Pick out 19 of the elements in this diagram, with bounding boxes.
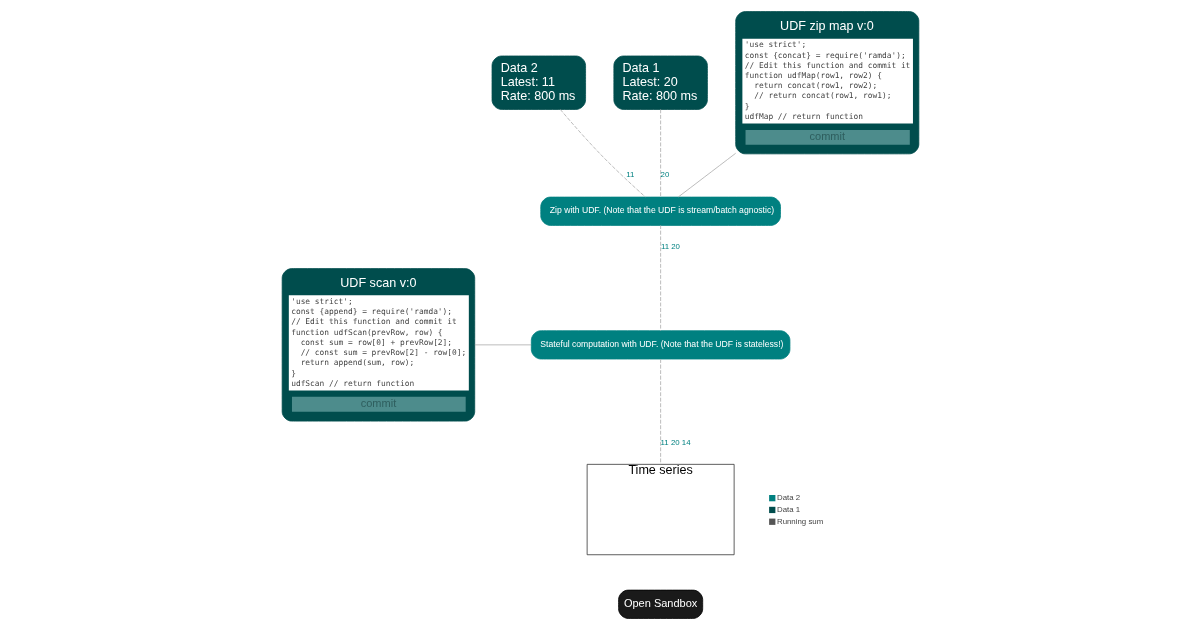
connector (659, 109, 661, 198)
legend-label: Data 2 (776, 493, 800, 503)
label: Open Sandbox (623, 597, 697, 610)
edge-label: 11 (625, 170, 634, 180)
edge-label: 20 (660, 170, 669, 180)
connector (474, 344, 531, 346)
node-box: Stateful computation with UDF. (Note that the UDF is stateless!) (530, 330, 790, 360)
legend-label: Data 1 (776, 504, 800, 514)
node-box: Data 2 Latest: 11 Rate: 800 ms (491, 55, 586, 110)
edge-label: 11 20 (660, 241, 680, 251)
connector (659, 225, 661, 332)
legend-label: Running sum (776, 516, 823, 526)
node-box: Time series (586, 463, 735, 556)
node-box: Data 1 Latest: 20 Rate: 800 ms (612, 55, 708, 110)
connector (559, 109, 646, 198)
connector (659, 358, 661, 465)
connector (677, 152, 736, 198)
edge-label: 11 20 14 (660, 437, 691, 447)
node-box: Zip with UDF. (Note that the UDF is stream/batch agnostic) (539, 196, 781, 226)
